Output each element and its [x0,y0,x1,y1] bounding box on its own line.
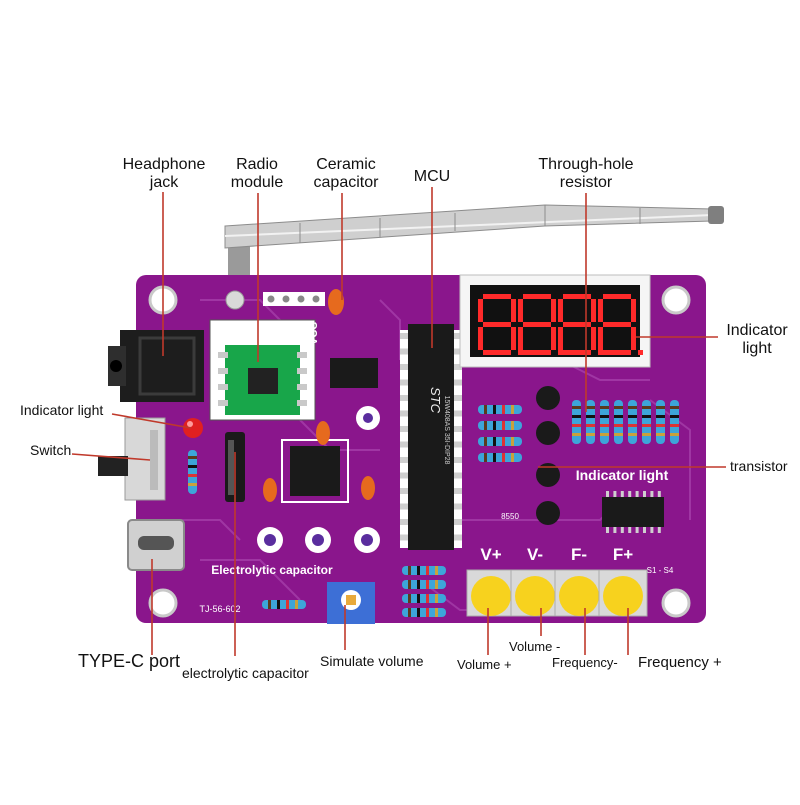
button-silkscreen-label: F- [571,545,587,564]
silkscreen-electrolytic: Electrolytic capacitor [211,563,333,577]
header-pin-label: RXD [278,322,290,345]
button-silkscreen-label: V- [527,545,543,564]
headphone-jack [108,330,204,402]
label-headphone-jack: Headphone jack [122,156,206,191]
header-pin-label: VCC [308,322,320,345]
mcu-part-marking: 15W408AS 35I-DIP28 [443,396,450,465]
bottom-resistors [262,566,446,617]
label-mcu: MCU [413,168,451,185]
indicator-led-left [183,418,203,438]
label-switch: Switch [30,442,72,458]
label-indicator-light-left: Indicator light [20,402,104,418]
voltage-regulator [330,358,378,388]
ceramic-caps [263,421,375,502]
label-through-hole-resistor: Through-hole resistor [538,156,634,191]
seven-segment-display [459,274,651,368]
header-pin-label: TXD [293,323,305,345]
button-silkscreen-label: F+ [613,545,633,564]
label-frequency-plus: Frequency + [638,654,722,671]
small-electrolytics [257,406,380,553]
serial-header [225,290,325,310]
button-silkscreen-label: V+ [480,545,501,564]
driver-chip [602,491,664,533]
silkscreen-indicator: Indicator light [576,467,669,483]
antenna [224,204,724,276]
label-radio-module: Radio module [230,156,284,191]
control-buttons: V+ V- F- F+ [466,545,648,617]
mid-resistors [188,405,522,494]
label-frequency-minus: Frequency- [552,655,618,670]
transistors [536,386,560,525]
potentiometer [327,582,375,624]
label-type-c-port: TYPE-C port [78,651,181,671]
label-electrolytic-capacitor: electrolytic capacitor [182,665,309,681]
ceramic-capacitor [328,289,344,315]
callout-lines [71,187,726,656]
small-chip [281,439,349,503]
label-volume-plus: Volume + [457,657,512,672]
through-hole-resistors [572,400,679,444]
label-indicator-light-right: Indicator light [726,322,788,357]
silkscreen-model: TJ-56-602 [199,604,240,614]
mcu-brand-marking: STC [428,387,443,414]
type-c-port [127,519,185,571]
silkscreen-transistor-code: 8550 [501,512,519,521]
header-pin-label: GND [263,321,275,346]
label-transistor: transistor [730,458,788,474]
mcu-chip: STC 15W408AS 35I-DIP28 [400,324,462,550]
label-ceramic-capacitor: Ceramic capacitor [313,156,379,191]
label-simulate-volume: Simulate volume [320,653,424,669]
silkscreen-buttons-range: S1 - S4 [647,566,674,575]
radio-module [209,319,316,421]
label-volume-minus: Volume - [509,639,561,654]
